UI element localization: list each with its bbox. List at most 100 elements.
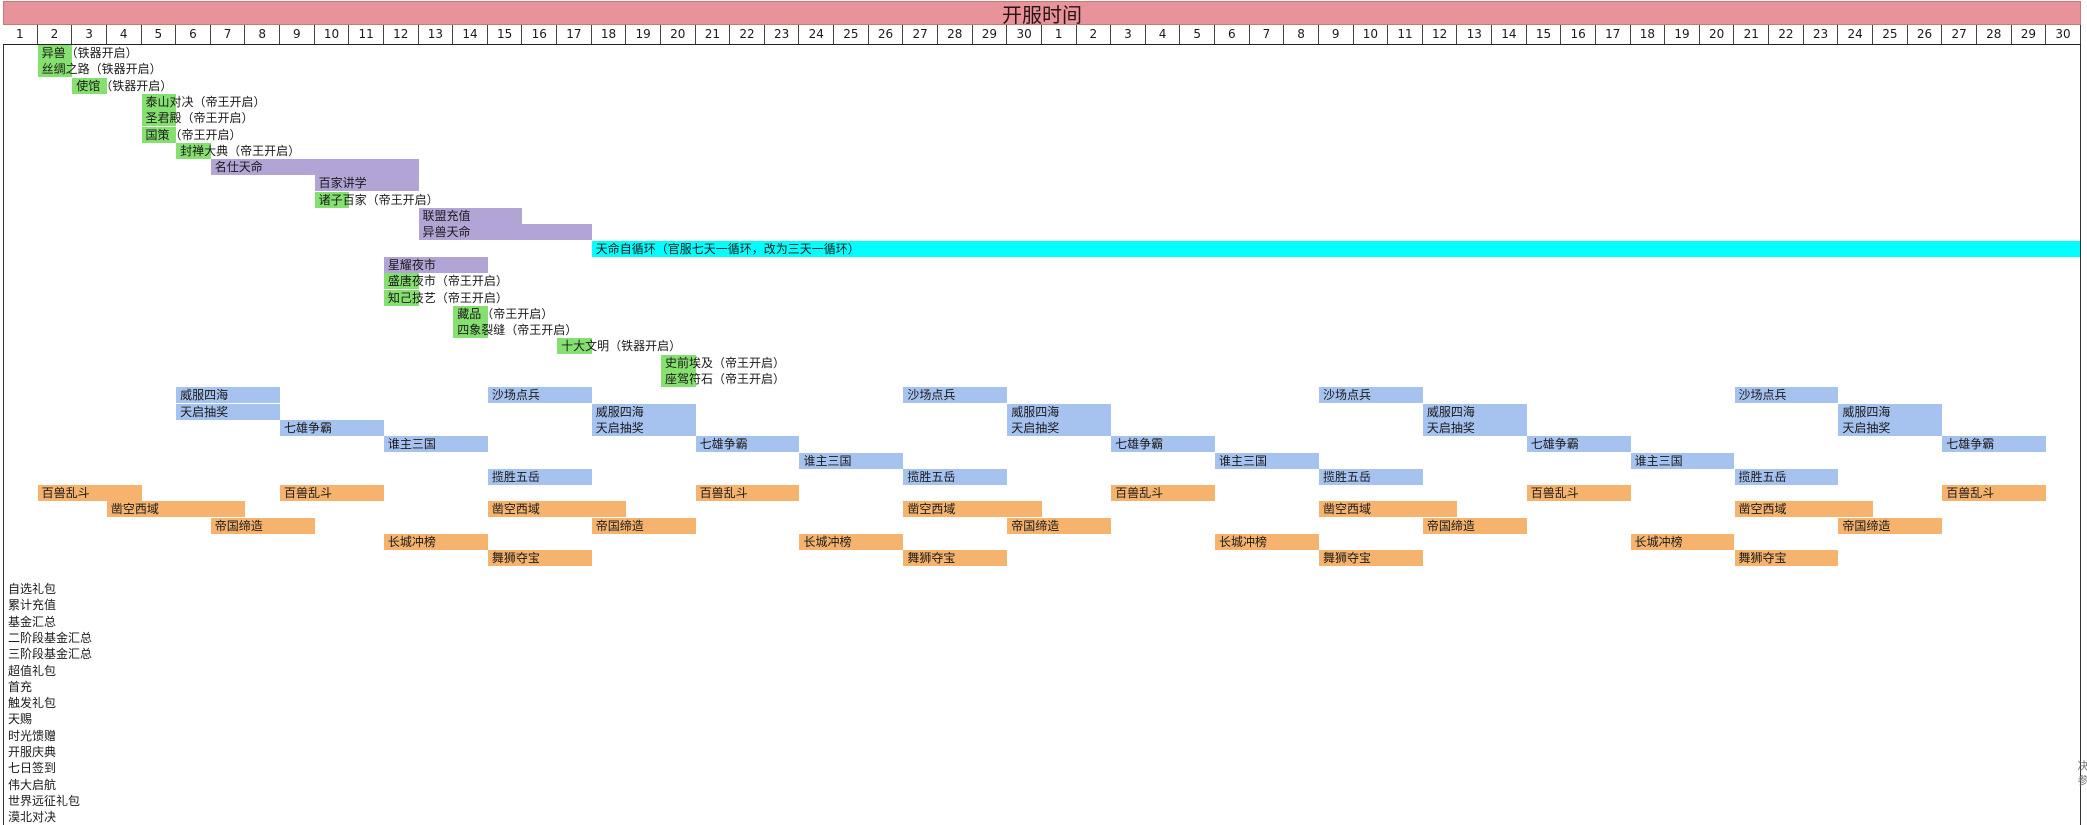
event-bar[interactable] [1734, 468, 1839, 485]
event-bar[interactable] [37, 45, 73, 61]
event-bar[interactable] [1318, 550, 1423, 567]
event-bar[interactable] [383, 436, 488, 453]
event-bar[interactable] [210, 517, 315, 534]
event-label: 天启抽奖 [1842, 420, 1891, 435]
event-bar[interactable] [1838, 419, 1943, 436]
event-bar[interactable] [280, 485, 384, 502]
event-bar[interactable] [1111, 485, 1216, 502]
event-bar[interactable] [1111, 436, 1216, 453]
day-header-cell: 20 [661, 25, 696, 44]
event-bar[interactable] [1630, 452, 1735, 469]
event-bar[interactable] [1422, 419, 1527, 436]
event-bar[interactable] [383, 534, 488, 550]
event-bar[interactable] [591, 240, 2080, 257]
event-bar[interactable] [1630, 534, 1735, 550]
event-bar[interactable] [453, 322, 488, 339]
event-bar[interactable] [903, 387, 1008, 404]
event-label: 天启抽奖 [1011, 420, 1060, 435]
event-bar[interactable] [695, 485, 800, 502]
day-header-cell: 8 [245, 25, 281, 44]
event-bar[interactable] [37, 61, 73, 78]
event-label: 七雄争霸 [699, 437, 748, 452]
event-label: 凿空西域 [1322, 502, 1371, 517]
event-bar[interactable] [176, 142, 211, 159]
event-label: 威服四海 [1426, 404, 1475, 419]
event-bar[interactable] [660, 371, 696, 387]
day-header-cell: 27 [1942, 25, 1977, 44]
day-header-cell: 22 [730, 25, 765, 44]
day-header-cell: 6 [176, 25, 211, 44]
event-bar[interactable] [1942, 436, 2047, 453]
event-bar[interactable] [280, 419, 384, 436]
event-bar[interactable] [176, 387, 281, 404]
event-bar[interactable] [903, 550, 1008, 567]
event-bar[interactable] [1215, 534, 1319, 550]
event-bar[interactable] [106, 501, 246, 518]
event-bar[interactable] [453, 305, 488, 322]
event-bar[interactable] [591, 517, 696, 534]
event-bar[interactable] [176, 403, 281, 420]
side-list-item: 首充 [8, 679, 33, 694]
event-bar[interactable] [1007, 517, 1112, 534]
event-bar[interactable] [799, 452, 904, 469]
event-label: 沙场点兵 [491, 388, 540, 403]
event-bar[interactable] [383, 256, 488, 273]
event-bar[interactable] [314, 175, 419, 192]
event-bar[interactable] [1734, 387, 1839, 404]
frame-right-border [2080, 45, 2081, 825]
event-bar[interactable] [1422, 403, 1527, 420]
event-bar[interactable] [487, 501, 627, 518]
event-label: 藏品（帝王开启） [457, 306, 554, 321]
event-bar[interactable] [487, 550, 592, 567]
day-header-cell: 6 [1215, 25, 1250, 44]
event-bar[interactable] [1942, 485, 2047, 502]
event-label: 帝国缔造 [1842, 518, 1891, 533]
frame-left-border [3, 45, 4, 825]
day-header-cell: 4 [1146, 25, 1181, 44]
event-bar[interactable] [141, 93, 177, 110]
day-header-cell: 3 [1111, 25, 1146, 44]
event-bar[interactable] [799, 534, 904, 550]
event-bar[interactable] [210, 159, 419, 176]
day-header-cell: 1 [1042, 25, 1077, 44]
event-bar[interactable] [591, 419, 696, 436]
day-header-cell: 19 [1665, 25, 1700, 44]
event-bar[interactable] [418, 224, 592, 241]
event-bar[interactable] [1526, 436, 1631, 453]
event-bar[interactable] [487, 468, 592, 485]
event-bar[interactable] [141, 110, 177, 127]
event-bar[interactable] [418, 208, 523, 224]
event-bar[interactable] [903, 501, 1042, 518]
event-label: 凿空西域 [907, 502, 956, 517]
edge-text: 决 参 [2076, 760, 2087, 786]
event-bar[interactable] [1318, 501, 1458, 518]
event-bar[interactable] [1215, 452, 1319, 469]
event-bar[interactable] [1734, 501, 1874, 518]
event-label: 封禅大典（帝王开启） [180, 143, 301, 158]
event-bar[interactable] [383, 273, 419, 290]
event-bar[interactable] [557, 338, 592, 355]
event-bar[interactable] [1007, 403, 1112, 420]
event-bar[interactable] [695, 436, 800, 453]
event-bar[interactable] [1422, 517, 1527, 534]
day-header-cell: 21 [696, 25, 731, 44]
event-bar[interactable] [37, 485, 142, 502]
day-header-cell: 23 [765, 25, 800, 44]
event-bar[interactable] [72, 77, 107, 94]
day-header-cell: 4 [107, 25, 142, 44]
event-bar[interactable] [1838, 403, 1943, 420]
event-bar[interactable] [383, 289, 419, 306]
event-bar[interactable] [487, 387, 592, 404]
event-bar[interactable] [1734, 550, 1839, 567]
event-bar[interactable] [1318, 387, 1423, 404]
event-bar[interactable] [1007, 419, 1112, 436]
event-bar[interactable] [903, 468, 1008, 485]
event-bar[interactable] [314, 191, 350, 208]
event-bar[interactable] [1526, 485, 1631, 502]
event-bar[interactable] [1318, 468, 1423, 485]
day-header-cell: 26 [1908, 25, 1943, 44]
event-bar[interactable] [1838, 517, 1943, 534]
event-bar[interactable] [591, 403, 696, 420]
event-bar[interactable] [141, 126, 177, 143]
event-bar[interactable] [660, 354, 696, 371]
